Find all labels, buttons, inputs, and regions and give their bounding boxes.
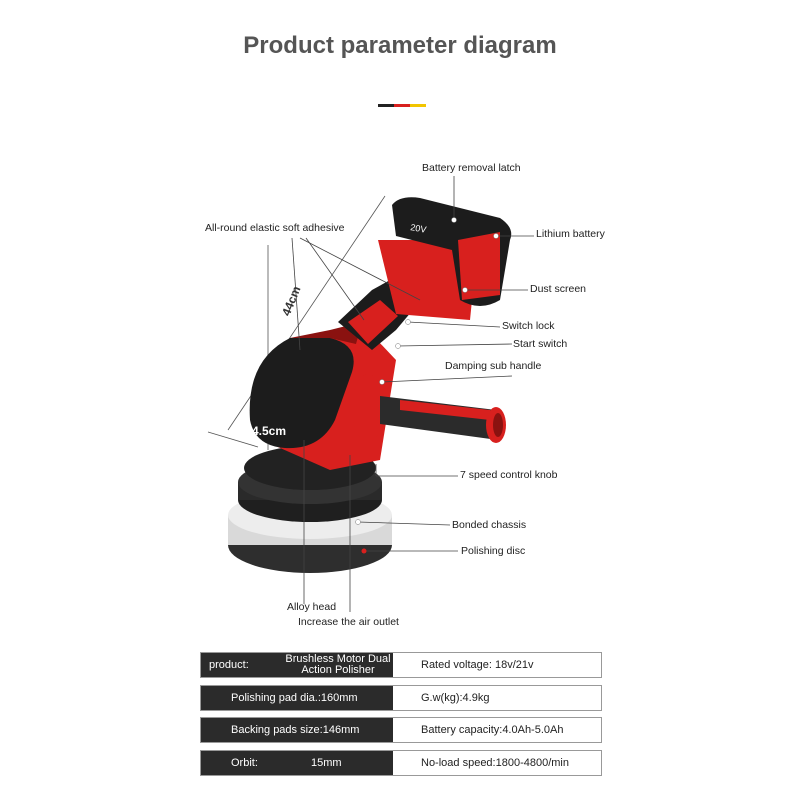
callout-elastic-soft-adhesive: All-round elastic soft adhesive xyxy=(205,222,345,234)
spec-key: Backing pads size:146mm xyxy=(231,724,360,736)
height-dimension: 4.5cm xyxy=(252,424,287,438)
spec-left-cell: Polishing pad dia.:160mm xyxy=(201,686,393,710)
page-title: Product parameter diagram xyxy=(243,32,557,59)
callout-polishing-disc: Polishing disc xyxy=(461,545,526,557)
callout-alloy-head: Alloy head xyxy=(287,601,337,613)
spec-right-cell: Battery capacity:4.0Ah-5.0Ah xyxy=(421,724,564,736)
spec-left-cell: Orbit: 15mm xyxy=(201,751,393,775)
callout-air-outlet: Increase the air outlet xyxy=(298,616,399,628)
callout-damping-sub-handle: Damping sub handle xyxy=(445,360,542,372)
spec-row: Polishing pad dia.:160mm G.w(kg):4.9kg xyxy=(200,685,602,711)
spec-left-cell: product: Brushless Motor Dual Action Pol… xyxy=(201,653,393,677)
spec-key: Polishing pad dia.:160mm xyxy=(231,692,358,704)
product-diagram: 20V xyxy=(207,176,534,612)
spec-right-cell: Rated voltage: 18v/21v xyxy=(421,659,534,671)
spec-row: Orbit: 15mm No-load speed:1800-4800/min xyxy=(200,750,602,776)
callout-lithium-battery: Lithium battery xyxy=(536,228,605,240)
callout-dust-screen: Dust screen xyxy=(530,283,587,295)
callout-bonded-chassis: Bonded chassis xyxy=(452,519,527,531)
flag-red xyxy=(394,104,410,107)
callout-lines xyxy=(291,176,534,612)
spec-row: Backing pads size:146mm Battery capacity… xyxy=(200,717,602,743)
spec-value: Brushless Motor Dual Action Polisher xyxy=(285,653,391,676)
spec-key: Orbit: xyxy=(231,757,258,769)
spec-right-cell: G.w(kg):4.9kg xyxy=(421,692,490,704)
flag-black xyxy=(378,104,394,107)
callout-battery-removal-latch: Battery removal latch xyxy=(422,162,521,174)
callout-dots xyxy=(355,217,499,525)
callout-speed-control-knob: 7 speed control knob xyxy=(460,469,558,481)
flag-divider xyxy=(378,104,426,107)
spec-row: product: Brushless Motor Dual Action Pol… xyxy=(200,652,602,678)
flag-yellow xyxy=(410,104,426,107)
callout-switch-lock: Switch lock xyxy=(502,320,555,332)
spec-value: 15mm xyxy=(311,757,342,769)
polishing-disc-shape xyxy=(228,446,392,573)
spec-left-cell: Backing pads size:146mm xyxy=(201,718,393,742)
spec-key: product: xyxy=(209,659,249,671)
battery-label: 20V xyxy=(410,222,428,235)
spec-right-cell: No-load speed:1800-4800/min xyxy=(421,757,569,769)
callout-start-switch: Start switch xyxy=(513,338,568,350)
tool-body: 20V xyxy=(249,197,512,470)
